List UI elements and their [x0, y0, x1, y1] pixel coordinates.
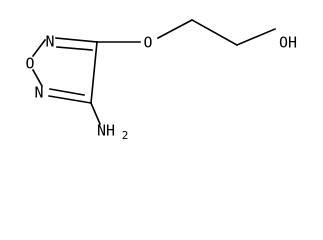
bond-n-bottom-to-o-ring: [31, 68, 44, 88]
bond-n-top-to-c-ether: [55, 37, 98, 43]
atom-label-o-ether: O: [143, 34, 152, 52]
atom-label-o-ring: O: [25, 55, 34, 73]
bond-ch2-b-to-oh: [235, 27, 277, 47]
bond-n-top-to-c-ether-double: [56, 46, 93, 51]
atom-label-n-top: N: [45, 33, 54, 51]
bond-ch2-a-to-ch2-b: [190, 18, 239, 47]
bond-c-amino-to-nh2: [89, 101, 102, 126]
atom-label-nh2-subscript: 2: [122, 129, 129, 142]
atom-label-n-bottom: N: [34, 84, 43, 102]
bond-o-ether-to-ch2-a: [156, 18, 194, 40]
molecule-structure-diagram: N O N O OH NH 2: [25, 18, 297, 142]
bond-c-amino-to-n-bottom: [48, 95, 92, 104]
bond-c-amino-to-n-bottom-double: [49, 88, 85, 96]
atom-label-nh: NH: [97, 122, 115, 140]
bond-o-ring-to-n-top: [31, 38, 47, 58]
atom-label-oh: OH: [279, 34, 297, 52]
bond-c-ether-to-c-amino: [90, 41, 98, 104]
